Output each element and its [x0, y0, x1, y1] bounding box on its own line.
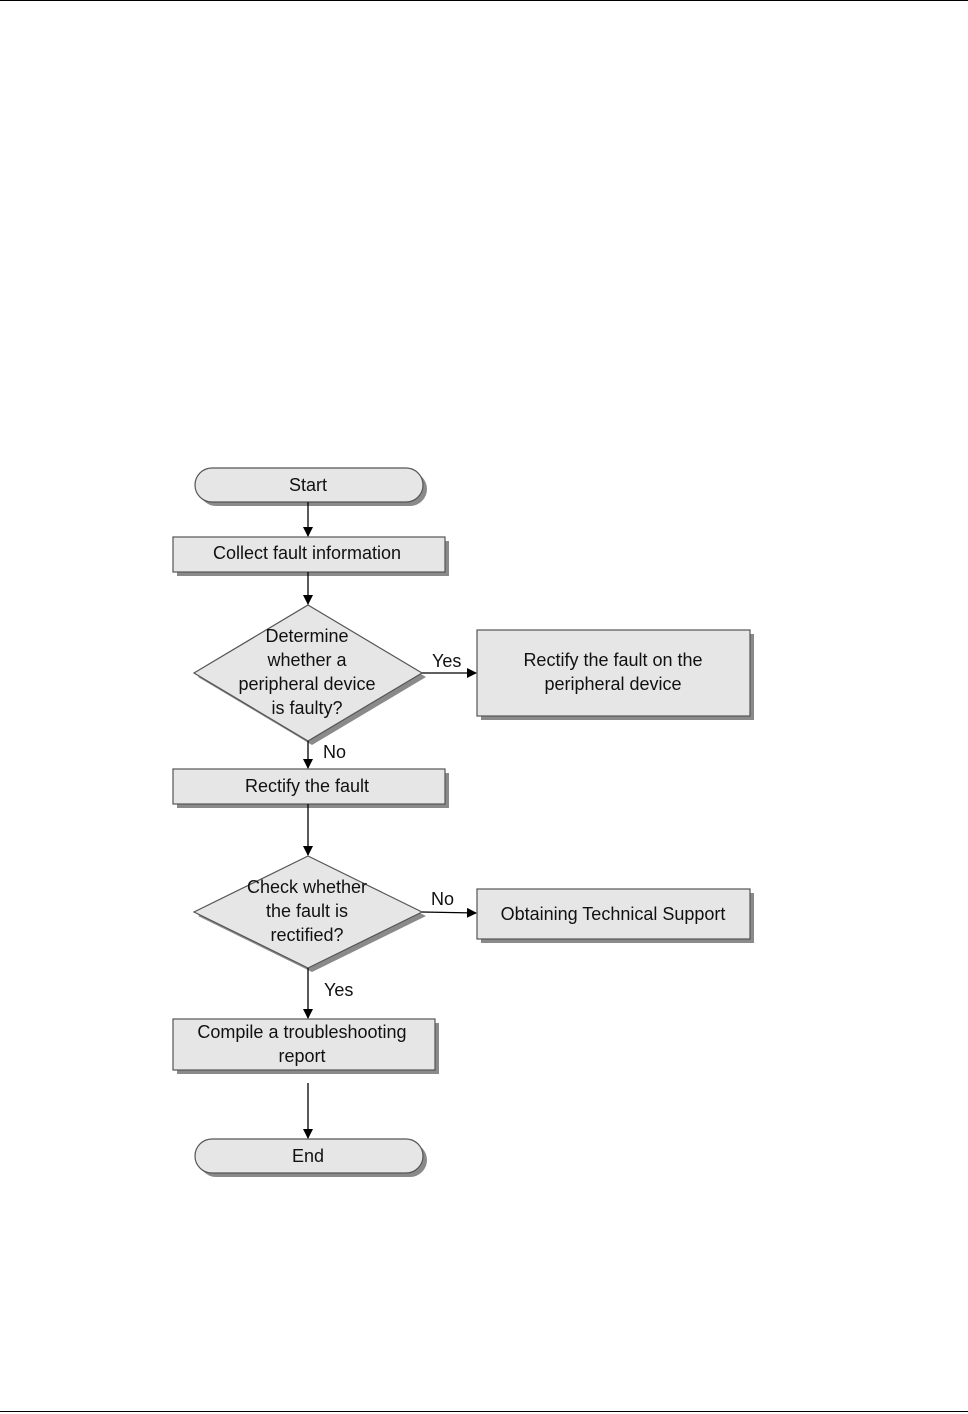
edge-label-determine-yes: Yes: [432, 651, 461, 671]
rectify-peripheral-label-line-1: Rectify the fault on the: [523, 650, 702, 670]
obtain-support-label: Obtaining Technical Support: [501, 904, 726, 924]
edge-label-check-no: No: [431, 889, 454, 909]
arrow-check-no: [422, 912, 476, 913]
determine-label-line-4: is faulty?: [271, 698, 342, 718]
determine-label-line-3: peripheral device: [238, 674, 375, 694]
collect-label: Collect fault information: [213, 543, 401, 563]
rectify-label: Rectify the fault: [245, 776, 369, 796]
bottom-rule: [0, 1411, 968, 1412]
determine-label-line-1: Determine: [265, 626, 348, 646]
end-label: End: [292, 1146, 324, 1166]
edge-label-check-yes: Yes: [324, 980, 353, 1000]
compile-label-line-1: Compile a troubleshooting: [197, 1022, 406, 1042]
compile-label-line-2: report: [278, 1046, 325, 1066]
determine-label-line-2: whether a: [266, 650, 347, 670]
check-label-line-3: rectified?: [270, 925, 343, 945]
check-label-line-2: the fault is: [266, 901, 348, 921]
rectify-peripheral-label-line-2: peripheral device: [544, 674, 681, 694]
start-label: Start: [289, 475, 327, 495]
check-label-line-1: Check whether: [247, 877, 367, 897]
edge-label-determine-no: No: [323, 742, 346, 762]
